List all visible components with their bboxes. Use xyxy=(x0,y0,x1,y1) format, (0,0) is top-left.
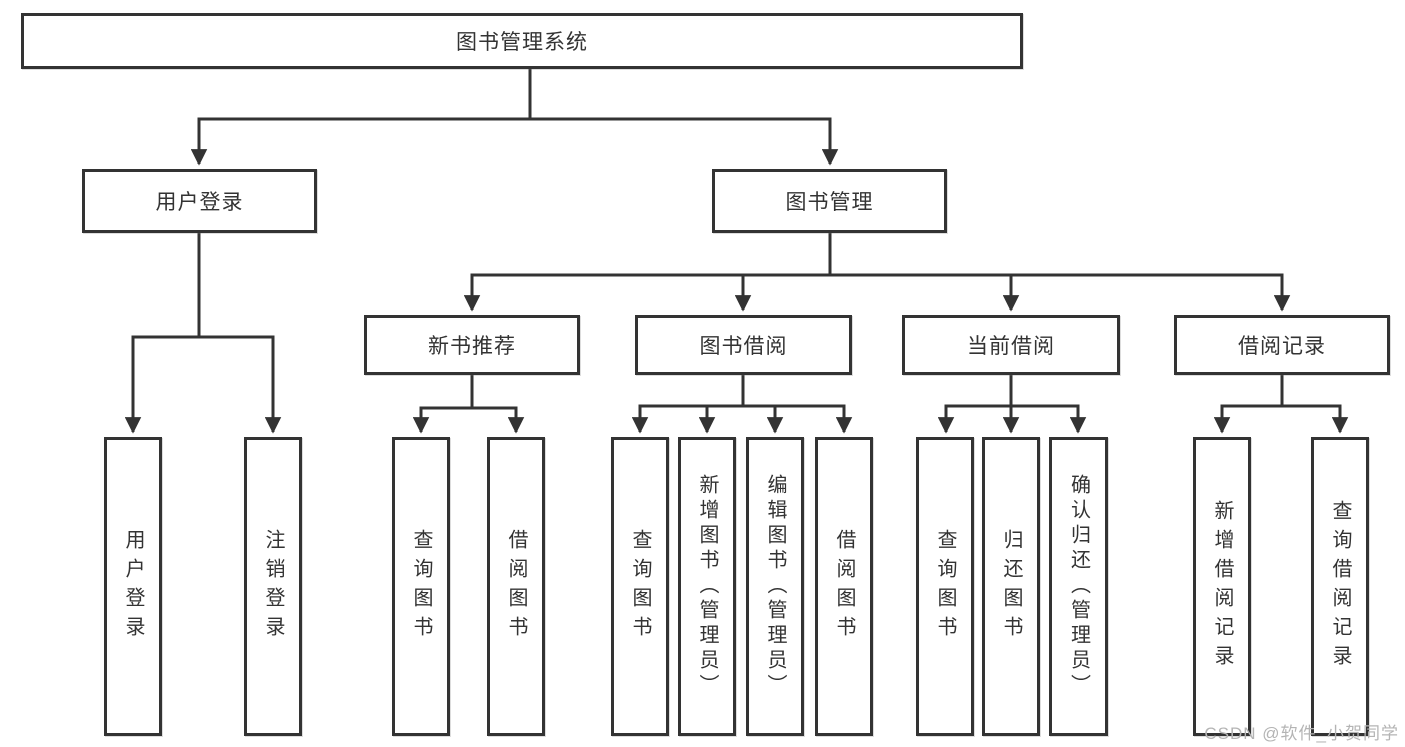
user-login-split-connector xyxy=(124,233,282,434)
node-query-books-borrowing: 查询图书 xyxy=(611,437,669,736)
node-new-book-recommend: 新书推荐 xyxy=(364,315,580,375)
node-borrow-books-recommend: 借阅图书 xyxy=(487,437,545,736)
node-query-books-recommend: 查询图书 xyxy=(392,437,450,736)
node-borrow-books-borrowing: 借阅图书 xyxy=(815,437,873,736)
node-library-management-system: 图书管理系统 xyxy=(21,13,1023,69)
node-book-management: 图书管理 xyxy=(712,169,947,233)
root-split-connector xyxy=(190,69,839,166)
node-logout-login: 注销登录 xyxy=(244,437,302,736)
node-query-books-current: 查询图书 xyxy=(916,437,974,736)
current-borrowing-split-connector xyxy=(937,375,1087,434)
borrowing-records-split-connector xyxy=(1213,375,1349,434)
node-user-login-group: 用户登录 xyxy=(82,169,317,233)
node-query-borrow-record: 查询借阅记录 xyxy=(1311,437,1369,736)
new-book-recommend-split-connector xyxy=(412,375,525,434)
node-add-books-admin: 新增图书（管理员） xyxy=(678,437,736,736)
csdn-watermark: CSDN @软件_小贺同学 xyxy=(1204,724,1399,743)
node-borrowing-records: 借阅记录 xyxy=(1174,315,1390,375)
node-edit-books-admin: 编辑图书（管理员） xyxy=(746,437,804,736)
book-management-split-connector xyxy=(463,233,1291,312)
node-add-borrow-record: 新增借阅记录 xyxy=(1193,437,1251,736)
node-book-borrowing: 图书借阅 xyxy=(635,315,852,375)
node-current-borrowing: 当前借阅 xyxy=(902,315,1120,375)
node-user-login: 用户登录 xyxy=(104,437,162,736)
node-confirm-return-admin: 确认归还（管理员） xyxy=(1049,437,1108,736)
book-borrowing-split-connector xyxy=(631,375,853,434)
node-return-books: 归还图书 xyxy=(982,437,1040,736)
